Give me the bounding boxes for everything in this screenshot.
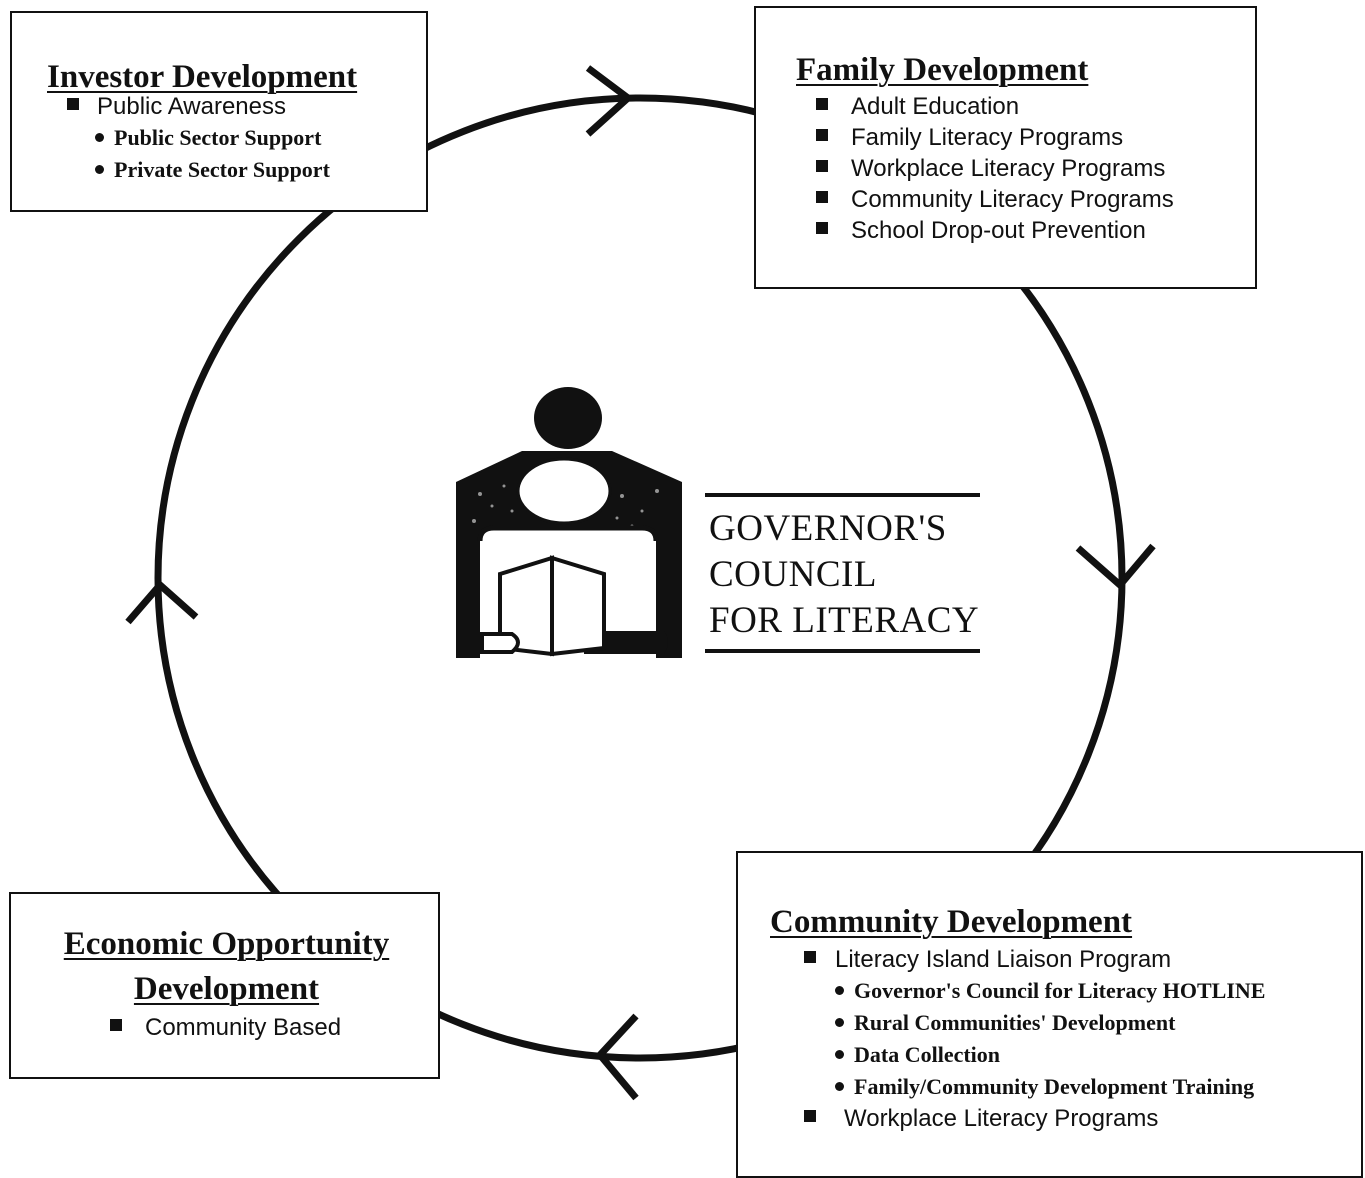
list-item: Community Based xyxy=(108,1012,341,1043)
literacy-council-logo-icon xyxy=(456,387,682,658)
sub-list-item: Private Sector Support xyxy=(92,154,330,186)
sub-list-item: Public Sector Support xyxy=(92,122,330,154)
list-item: Workplace Literacy Programs xyxy=(814,153,1174,184)
sub-list-item: Governor's Council for Literacy HOTLINE xyxy=(832,975,1265,1007)
sub-list-item: Rural Communities' Development xyxy=(832,1007,1265,1039)
node-title: Investor Development xyxy=(47,59,358,95)
list-item: Literacy Island Liaison Program xyxy=(802,944,1265,975)
list-item: Workplace Literacy Programs xyxy=(802,1103,1265,1134)
list-item: Public Awareness xyxy=(65,91,330,122)
logo-rule-top xyxy=(705,493,980,497)
node-title: Economic Opportunity Development xyxy=(11,922,442,1012)
node-community-development: Community Development Literacy Island Li… xyxy=(736,851,1363,1178)
node-title: Community Development xyxy=(770,904,1133,940)
logo-text-line: COUNCIL xyxy=(709,554,877,595)
logo-text-line: GOVERNOR'S xyxy=(709,508,947,549)
list-item: Community Literacy Programs xyxy=(814,184,1174,215)
sub-list-item: Family/Community Development Training xyxy=(832,1071,1265,1103)
list-item: Adult Education xyxy=(814,91,1174,122)
sub-list-item: Data Collection xyxy=(832,1039,1265,1071)
arrow-community-to-economic xyxy=(595,1013,639,1101)
node-title: Family Development xyxy=(796,52,1089,88)
node-investor-development: Investor Development Public Awareness Pu… xyxy=(10,11,428,212)
arrow-family-to-community xyxy=(1075,543,1156,590)
node-economic-opportunity-development: Economic Opportunity Development Communi… xyxy=(9,892,440,1079)
logo-wordmark: GOVERNOR'S COUNCIL FOR LITERACY xyxy=(709,506,979,644)
arrow-economic-to-investor xyxy=(125,580,199,625)
logo-text-line: FOR LITERACY xyxy=(709,600,980,641)
list-item: Family Literacy Programs xyxy=(814,122,1174,153)
node-title-line2: Development xyxy=(133,971,320,1007)
node-family-development: Family Development Adult Education Famil… xyxy=(754,6,1257,289)
node-title-line1: Economic Opportunity xyxy=(63,926,390,962)
logo-rule-bottom xyxy=(705,649,980,653)
arrow-investor-to-family xyxy=(585,65,634,137)
list-item: School Drop-out Prevention xyxy=(814,215,1174,246)
